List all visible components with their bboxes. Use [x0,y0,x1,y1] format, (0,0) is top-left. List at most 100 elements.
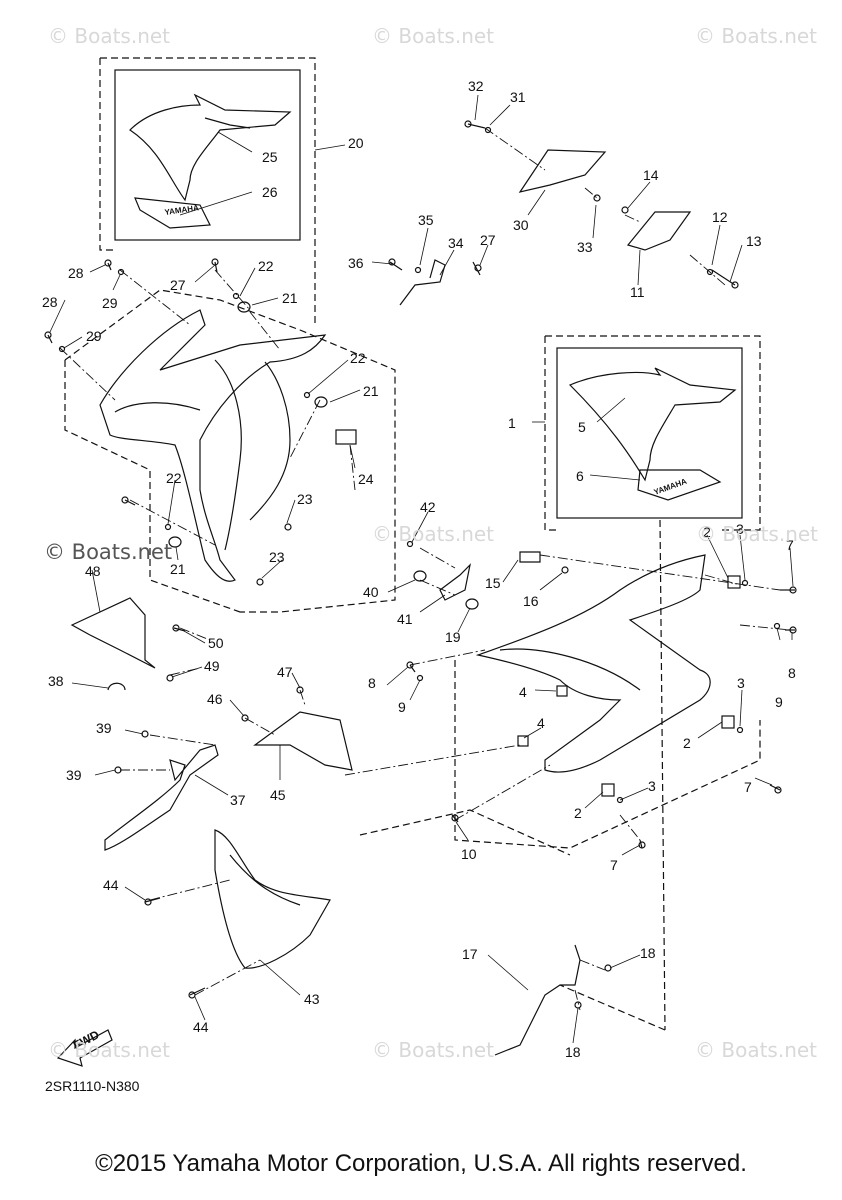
watermark-bottom-center: © Boats.net [372,1038,495,1062]
callout-42: 42 [420,499,436,515]
callout-20: 20 [348,135,364,151]
group-box-1 [544,335,761,531]
watermark-bottom-right: © Boats.net [695,1038,818,1062]
nut-21b [314,396,328,408]
callout-40: 40 [363,584,379,600]
callout-24: 24 [358,471,374,487]
watermark-top-center: © Boats.net [372,24,495,48]
callout-14: 14 [643,167,659,183]
side-cowling [475,554,711,773]
decal-26-shape [134,197,211,229]
callout-11: 11 [630,284,645,300]
bracket-11 [626,211,692,251]
clip-15 [519,551,541,563]
watermark-top-right: © Boats.net [695,24,818,48]
clip-38 [107,682,126,691]
upper-cowling-right [249,361,291,521]
callout-2b: 2 [683,735,691,751]
bracket-37 [104,744,219,851]
duct-45 [253,711,353,771]
stay-17 [494,944,581,1056]
copyright-notice: ©2015 Yamaha Motor Corporation, U.S.A. A… [95,1150,747,1177]
watermark-mid-center: © Boats.net [372,522,495,546]
under-cowl-43 [214,829,331,969]
callout-2a: 2 [703,524,711,540]
callout-8b: 8 [788,665,796,681]
callout-39a: 39 [96,720,112,736]
callout-27a: 27 [480,232,496,248]
callout-31: 31 [510,89,526,105]
clip-4b [517,735,529,747]
callout-26: 26 [262,184,278,200]
callout-15: 15 [485,575,501,591]
leader-lines [49,94,794,1044]
callout-50: 50 [208,635,224,651]
callout-27b: 27 [170,277,186,293]
callout-9a: 9 [398,699,406,715]
callout-35: 35 [418,212,434,228]
callout-12: 12 [712,209,728,225]
nut-21c [168,536,182,548]
decal-panel-1 [556,347,743,519]
callout-43: 43 [304,991,320,1007]
upper-cowling-inner [214,359,242,551]
callout-39b: 39 [66,767,82,783]
callout-41: 41 [397,611,413,627]
callout-22a: 22 [258,258,274,274]
watermark-bottom-left: © Boats.net [48,1038,171,1062]
decal-6-shape [637,469,722,501]
callout-3a: 3 [736,521,744,537]
callout-30: 30 [513,217,529,233]
callout-48: 48 [85,563,101,579]
under-cowl-43-inner [229,854,301,906]
callout-4a: 4 [519,684,527,700]
assembly-outline [64,289,761,1031]
side-cowling-line [499,648,641,691]
callout-25: 25 [262,149,278,165]
bracket-41 [439,563,471,601]
callout-44b: 44 [193,1019,209,1035]
callout-21c: 21 [170,561,186,577]
callout-21a: 21 [282,290,298,306]
callout-23a: 23 [297,491,313,507]
callout-4b: 4 [537,715,545,731]
callout-22c: 22 [166,470,182,486]
callout-3b: 3 [737,675,745,691]
callout-17: 17 [462,946,478,962]
callout-18b: 18 [565,1044,581,1060]
callout-7c: 7 [744,779,752,795]
callout-21b: 21 [363,383,379,399]
group-box-20 [99,57,316,325]
callout-49: 49 [204,658,220,674]
callout-29b: 29 [86,328,102,344]
callout-46: 46 [207,691,223,707]
callout-36: 36 [348,255,364,271]
decal-25-stripe [204,117,251,129]
callout-6: 6 [576,468,584,484]
callout-22b: 22 [350,350,366,366]
callout-7a: 7 [786,537,794,553]
clip-4a [556,685,568,697]
callout-labels: 20 25 26 32 31 30 33 14 12 13 11 35 34 2… [42,78,796,1060]
callout-9b: 9 [775,694,783,710]
diagram-code: 2SR1110-N380 [45,1078,140,1094]
decal-25-shape [129,93,292,202]
nut-40 [413,570,427,582]
upper-cowling-edge [114,402,201,413]
callout-1: 1 [508,415,516,431]
grommet-2b [721,715,735,729]
attachment-lines [59,127,791,1011]
watermark-mid-right: © Boats.net [696,522,819,546]
screws [44,120,797,1009]
callout-38: 38 [48,673,64,689]
bracket-34 [399,259,446,306]
callout-13: 13 [746,233,762,249]
callout-2c: 2 [574,805,582,821]
callout-5: 5 [578,419,586,435]
callout-33: 33 [577,239,593,255]
callout-28b: 28 [42,294,58,310]
upper-cowling [99,309,327,582]
callout-7b: 7 [610,857,618,873]
callout-18a: 18 [640,945,656,961]
